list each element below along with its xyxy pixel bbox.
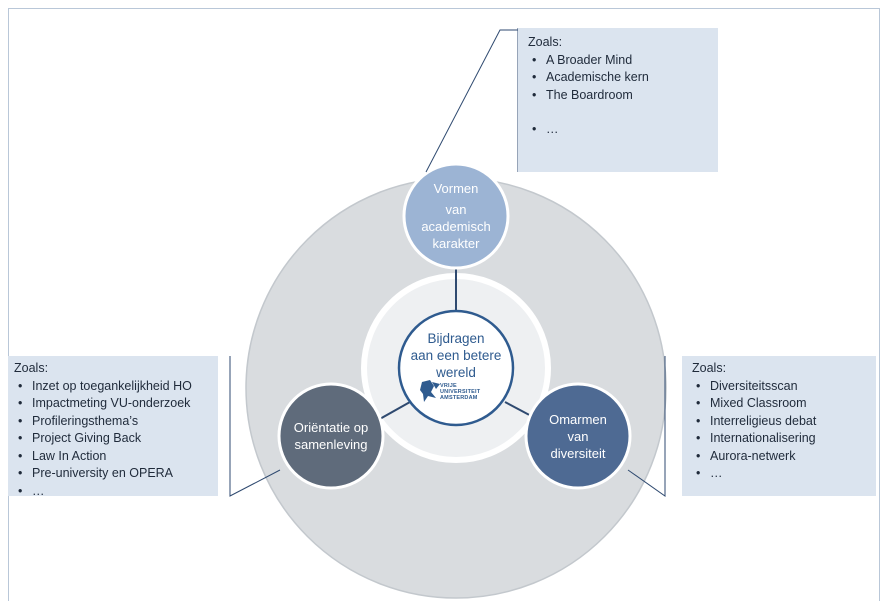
diagram-frame [8, 8, 880, 601]
list-item: Project Giving Back [14, 430, 212, 448]
list-item: Profileringsthema’s [14, 413, 212, 431]
list-item: Inzet op toegankelijkheid HO [14, 378, 212, 396]
node-top-circle [402, 162, 510, 270]
logo-line-1: VRIJE [440, 383, 457, 389]
examples-box-left-title: Zoals: [14, 361, 49, 375]
list-item: … [528, 121, 708, 139]
center-line-1: Bijdragen [427, 331, 485, 346]
node-right-label: Omarmen van diversiteit [526, 410, 630, 462]
list-item: Academische kern [528, 69, 708, 87]
list-item: Internationalisering [692, 430, 866, 448]
list-item: Mixed Classroom [692, 395, 866, 413]
node-right-line-3: diversiteit [550, 445, 606, 461]
list-item: … [692, 465, 866, 483]
callout-top [425, 29, 518, 173]
examples-list-right: Diversiteitsscan Mixed Classroom Interre… [692, 378, 866, 483]
list-item: Impactmeting VU-onderzoek [14, 395, 212, 413]
list-item: Law In Action [14, 448, 212, 466]
node-top-label: Vormen van academisch karakter [404, 180, 508, 252]
list-item: Interreligieus debat [692, 413, 866, 431]
node-right-line-2: van [567, 428, 589, 444]
node-left-circle [277, 382, 385, 490]
examples-box-left: Zoals: Inzet op toegankelijkheid HO Impa… [8, 356, 218, 500]
node-left-line-2: samenleving [294, 437, 368, 452]
node-left-label: Oriëntatie op samenleving [279, 418, 383, 454]
node-left-line-1: Oriëntatie op [293, 420, 369, 435]
node-top-line-4: karakter [432, 236, 480, 251]
node-top-line-2: van [445, 202, 467, 217]
examples-list-left: Inzet op toegankelijkheid HO Impactmetin… [14, 378, 212, 501]
examples-box-top: Zoals: A Broader Mind Academische kern T… [518, 28, 718, 172]
list-item: The Boardroom [528, 87, 708, 105]
list-item: Pre-university en OPERA [14, 465, 212, 483]
examples-box-right: Zoals: Diversiteitsscan Mixed Classroom … [682, 356, 876, 496]
vu-logo-text: VRIJE UNIVERSITEIT AMSTERDAM [440, 383, 480, 401]
callout-left [229, 356, 281, 497]
center-line-3: wereld [436, 365, 476, 380]
examples-box-top-title: Zoals: [528, 35, 563, 49]
list-item: Diversiteitsscan [692, 378, 866, 396]
examples-box-right-title: Zoals: [692, 361, 727, 375]
list-item: A Broader Mind [528, 52, 708, 70]
logo-line-3: AMSTERDAM [440, 395, 478, 401]
list-item: Aurora-netwerk [692, 448, 866, 466]
logo-line-2: UNIVERSITEIT [440, 389, 481, 395]
center-line-2: aan een betere [410, 348, 502, 363]
node-top-line-3: academisch [421, 219, 491, 234]
callout-right [627, 356, 666, 497]
center-label: Bijdragen aan een betere wereld [406, 330, 506, 381]
examples-list-top: A Broader Mind Academische kern The Boar… [528, 52, 708, 139]
vu-griffin-icon [420, 380, 440, 402]
node-right-line-1: Omarmen [549, 411, 607, 427]
node-top-line-1: Vormen [433, 181, 479, 196]
list-item: … [14, 483, 212, 501]
connector-left [377, 401, 411, 421]
node-right-circle [524, 382, 632, 490]
